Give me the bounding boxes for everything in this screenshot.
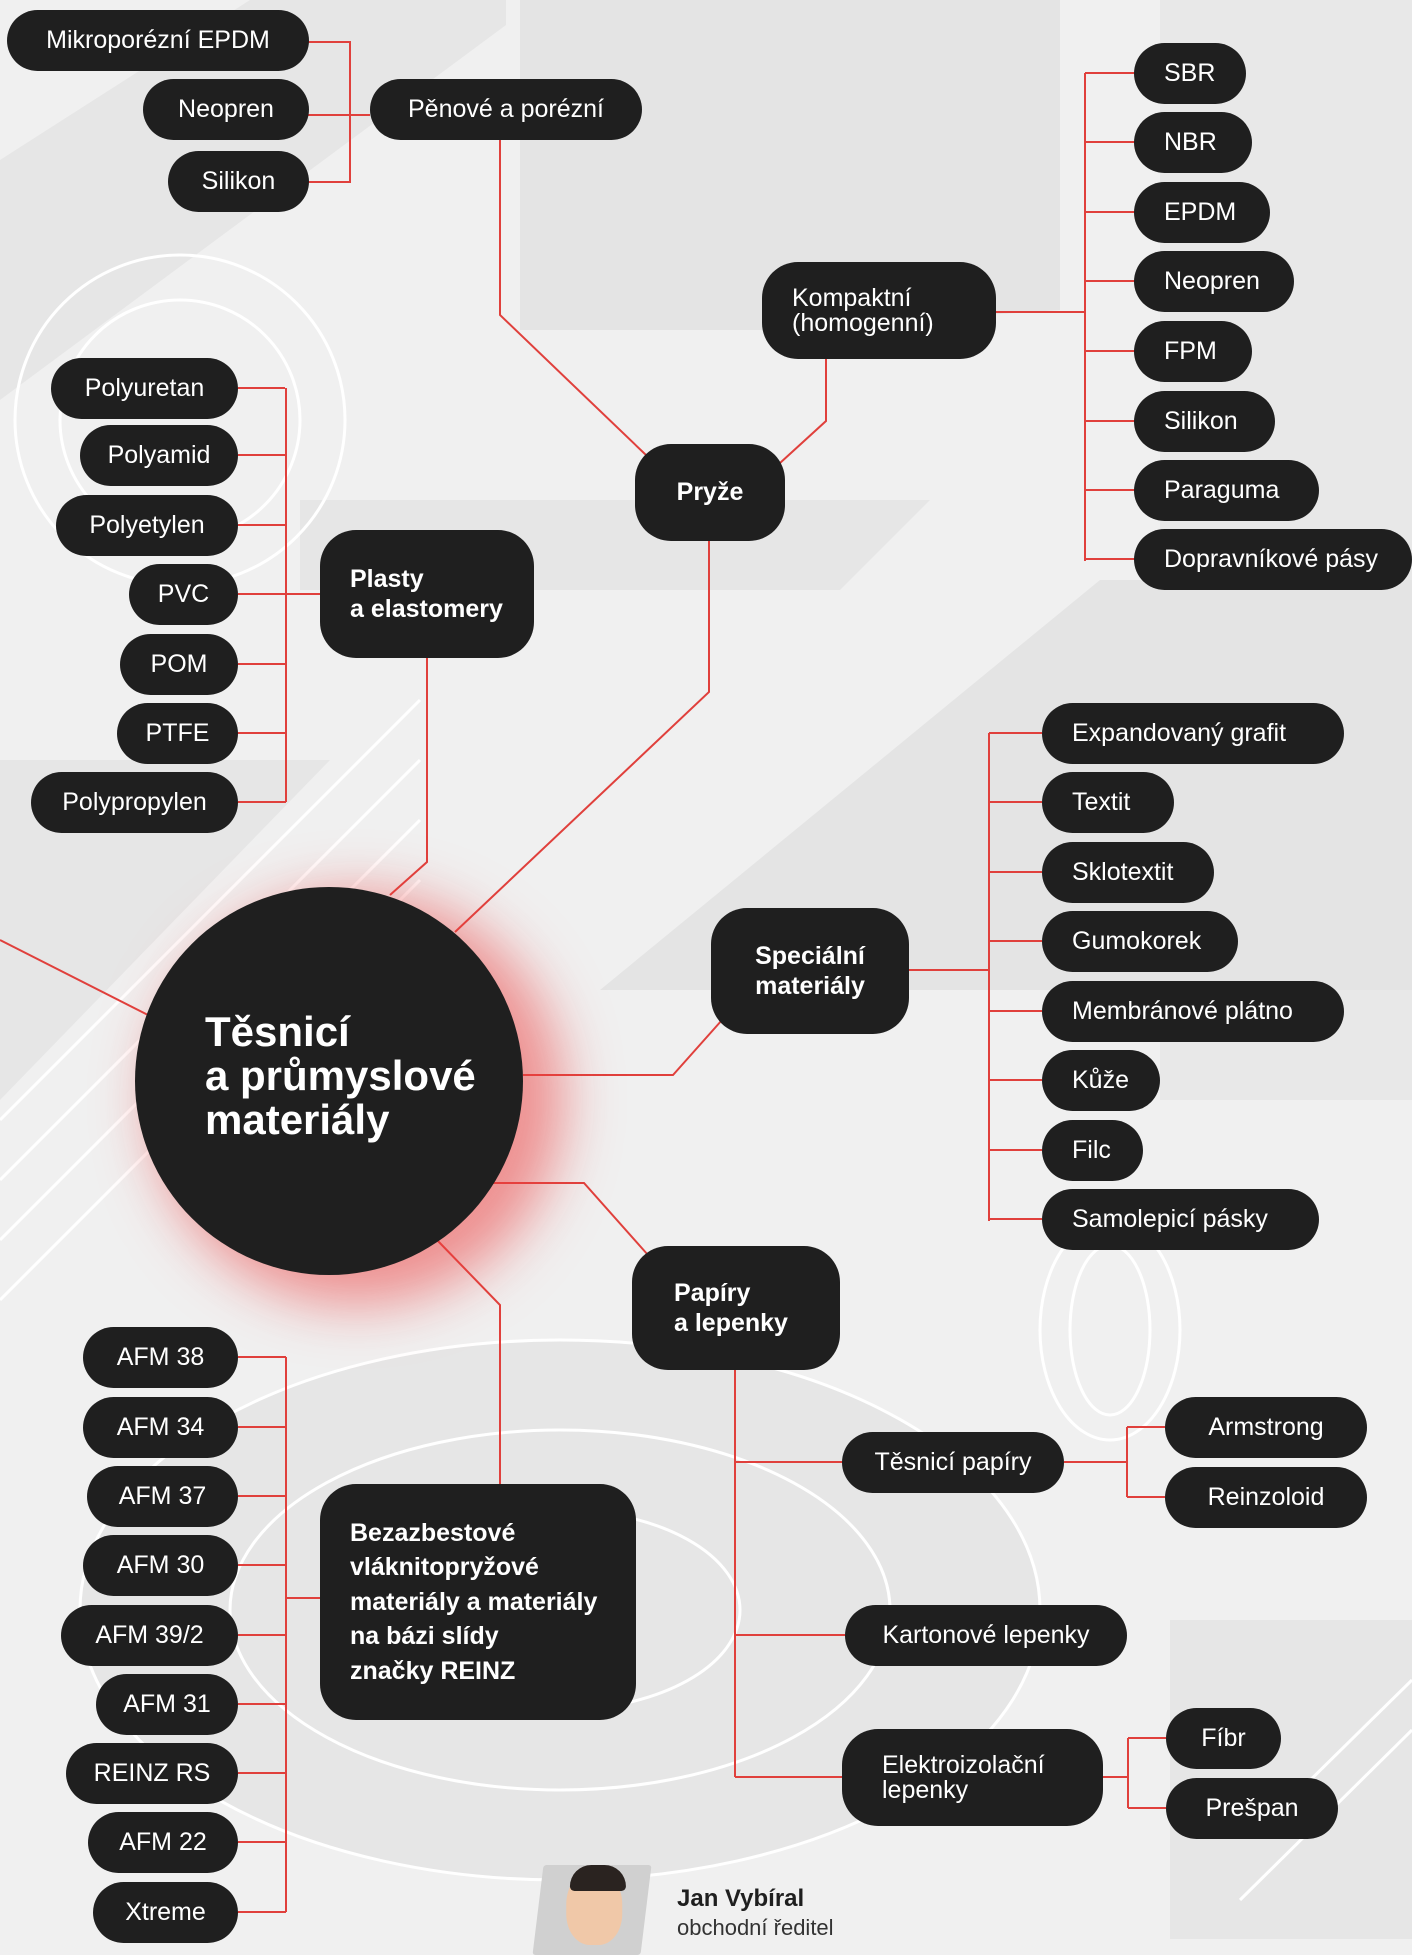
line-pryze-penove: [499, 140, 647, 456]
leaf-kompaktni-1: SBR: [1134, 43, 1246, 104]
bracket-elektroizolacni: [1102, 1737, 1166, 1809]
center-node: Těsnicí a průmyslové materiály: [135, 887, 523, 1275]
hub-plasty: Plasty a elastomery: [320, 530, 534, 658]
hub-elektroizolacni: Elektroizolační lepenky: [842, 1729, 1103, 1826]
avatar: [532, 1865, 652, 1955]
line-center-bezazbestove: [436, 1239, 501, 1484]
line-center-plasty: [389, 655, 428, 896]
contact-role: obchodní ředitel: [677, 1915, 834, 1940]
hub-papiry: Papíry a lepenky: [632, 1246, 840, 1370]
line-center-offscreen: [0, 939, 149, 1016]
leaf-bezazbestove-9: Xtreme: [93, 1882, 238, 1943]
connector-lines: [0, 41, 1166, 1913]
leaf-kompaktni-3: EPDM: [1134, 182, 1270, 243]
bracket-plasty: [237, 387, 322, 803]
leaf-specialni-7: Filc: [1042, 1120, 1143, 1181]
leaf-plasty-2: Polyamid: [80, 425, 238, 486]
leaf-specialni-1: Expandovaný grafit: [1042, 703, 1344, 764]
bracket-tesnici-papiry: [1064, 1426, 1165, 1498]
leaf-elektro-2: Prešpan: [1166, 1778, 1338, 1839]
leaf-penove-2: Neopren: [143, 79, 309, 140]
leaf-specialni-2: Textit: [1042, 772, 1174, 833]
leaf-specialni-3: Sklotextit: [1042, 842, 1214, 903]
leaf-plasty-4: PVC: [129, 564, 238, 625]
leaf-bezazbestove-4: AFM 30: [83, 1535, 238, 1596]
leaf-tesnici-1: Armstrong: [1165, 1397, 1367, 1458]
bracket-kompaktni: [995, 72, 1136, 561]
leaf-specialni-6: Kůže: [1042, 1050, 1160, 1111]
bracket-bezazbestove: [238, 1356, 321, 1913]
leaf-plasty-3: Polyetylen: [56, 495, 238, 556]
line-center-pryze: [454, 540, 710, 933]
leaf-plasty-6: PTFE: [117, 703, 238, 764]
line-center-specialni: [523, 1019, 723, 1076]
leaf-tesnici-2: Reinzoloid: [1165, 1467, 1367, 1528]
hub-pryze: Pryže: [635, 444, 785, 541]
leaf-kompaktni-7: Paraguma: [1134, 460, 1319, 521]
leaf-plasty-7: Polypropylen: [31, 772, 238, 833]
avatar-hair: [569, 1865, 626, 1891]
leaf-specialni-8: Samolepicí pásky: [1042, 1189, 1319, 1250]
hub-specialni: Speciální materiály: [711, 908, 909, 1034]
bracket-papiry: [734, 1370, 845, 1778]
leaf-specialni-5: Membránové plátno: [1042, 981, 1344, 1042]
line-center-papiry: [493, 1182, 649, 1256]
hub-kompaktni: Kompaktní (homogenní): [762, 262, 996, 359]
center-title: Těsnicí a průmyslové materiály: [205, 1008, 476, 1144]
leaf-kompaktni-8: Dopravníkové pásy: [1134, 529, 1412, 590]
hub-bezazbestove: Bezazbestové vláknitopryžové materiály a…: [320, 1484, 636, 1720]
hub-penove: Pěnové a porézní: [370, 79, 642, 140]
leaf-penove-1: Mikroporézní EPDM: [7, 10, 309, 71]
leaf-bezazbestove-6: AFM 31: [96, 1674, 238, 1735]
leaf-kompaktni-4: Neopren: [1134, 251, 1294, 312]
contact-card: Jan Vybíral obchodní ředitel: [530, 1865, 930, 1955]
leaf-penove-3: Silikon: [168, 151, 309, 212]
leaf-plasty-5: POM: [120, 634, 238, 695]
leaf-bezazbestove-5: AFM 39/2: [61, 1605, 238, 1666]
leaf-kompaktni-2: NBR: [1134, 112, 1252, 173]
leaf-kompaktni-6: Silikon: [1134, 391, 1275, 452]
bracket-penove: [308, 41, 370, 183]
leaf-bezazbestove-1: AFM 38: [83, 1327, 238, 1388]
leaf-bezazbestove-3: AFM 37: [87, 1466, 238, 1527]
bracket-specialni: [908, 732, 1042, 1221]
hub-kartonove: Kartonové lepenky: [845, 1605, 1127, 1666]
leaf-kompaktni-5: FPM: [1134, 321, 1252, 382]
leaf-bezazbestove-8: AFM 22: [88, 1812, 238, 1873]
leaf-bezazbestove-2: AFM 34: [83, 1397, 238, 1458]
leaf-elektro-1: Fíbr: [1166, 1708, 1281, 1769]
line-pryze-kompaktni: [779, 358, 827, 464]
contact-name: Jan Vybíral: [677, 1885, 805, 1912]
leaf-bezazbestove-7: REINZ RS: [66, 1743, 238, 1804]
leaf-plasty-1: Polyuretan: [51, 358, 238, 419]
hub-tesnici-papiry: Těsnicí papíry: [842, 1432, 1064, 1493]
leaf-specialni-4: Gumokorek: [1042, 911, 1238, 972]
